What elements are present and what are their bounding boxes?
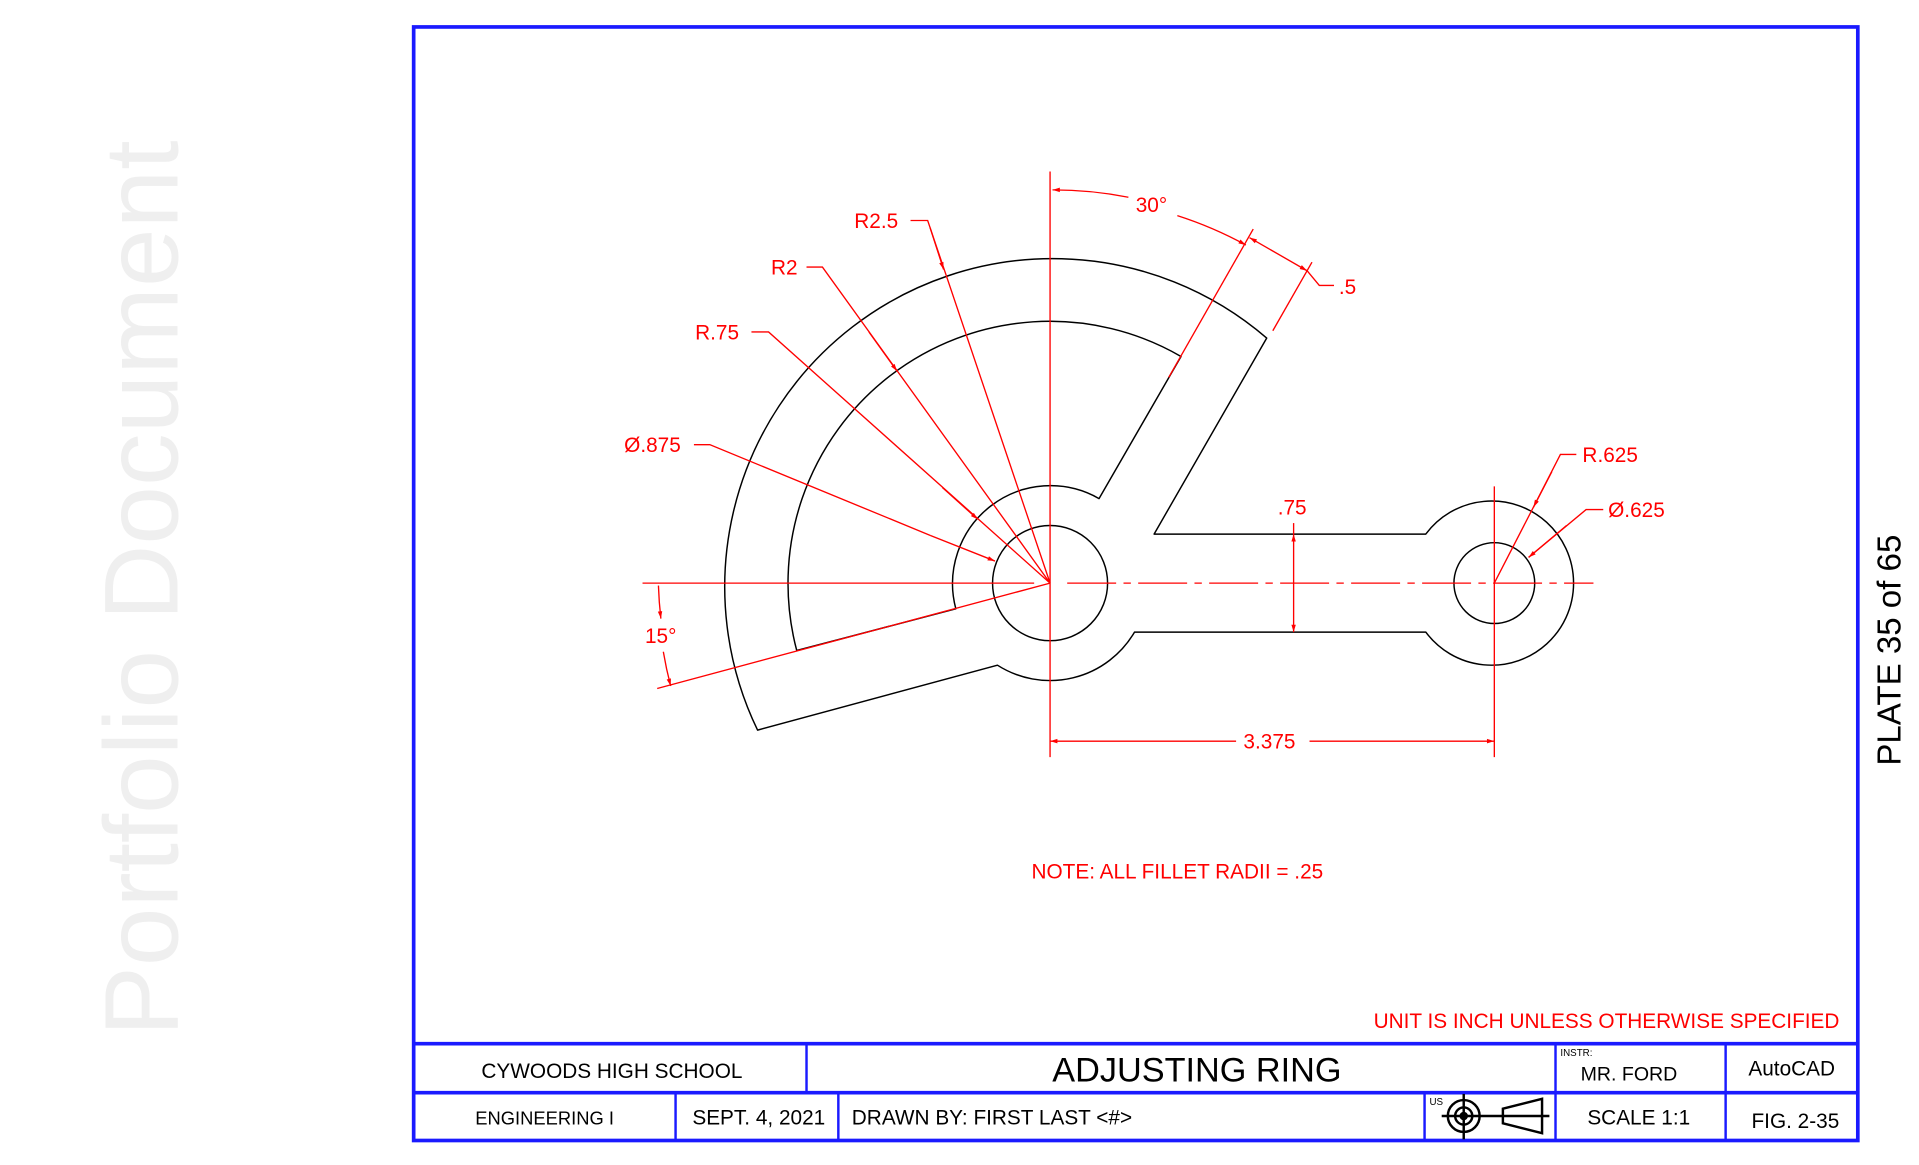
drawing-scale: SCALE 1:1 [1587,1107,1690,1130]
pocket-contour [787,320,1182,652]
drawn-by: DRAWN BY: FIRST LAST <#> [852,1107,1132,1130]
title-block: CYWOODS HIGH SCHOOL ADJUSTING RING INSTR… [413,1041,1858,1141]
drawing-title: ADJUSTING RING [1052,1052,1341,1090]
dim-offset: .5 [1339,276,1356,299]
dim-dia-center: Ø.875 [624,434,681,457]
plate-number: PLATE 35 of 65 [1872,535,1909,766]
dim-slot-width: .75 [1278,497,1307,520]
fillet-note: NOTE: ALL FILLET RADII = .25 [1031,860,1323,883]
outer-contour [723,257,1575,731]
figure-number: FIG. 2-35 [1751,1110,1839,1133]
center-lines [642,171,1594,758]
instructor-label: INSTR: [1560,1048,1592,1059]
dimensions: 30° .5 R2.5 R2 R.75 Ø.875 15° .75 3.375 … [624,187,1665,753]
instructor-name: MR. FORD [1581,1063,1678,1085]
sheet-border [411,25,1860,1143]
dim-r-outer: R2.5 [854,210,898,233]
dim-center-distance: 3.375 [1243,730,1295,753]
software-name: AutoCAD [1748,1058,1835,1081]
dim-r-boss: R.75 [695,321,739,344]
projection-label: US [1429,1097,1443,1108]
dim-angle-top: 30° [1136,194,1167,217]
part-geometry [723,257,1575,731]
dim-r-inner: R2 [771,256,798,279]
course-name: ENGINEERING I [475,1108,614,1129]
drawing-date: SEPT. 4, 2021 [692,1107,825,1130]
dim-angle-bottom: 15° [645,625,676,648]
units-note: UNIT IS INCH UNLESS OTHERWISE SPECIFIED [1374,1010,1840,1033]
third-angle-projection-icon [1441,1093,1550,1140]
school-name: CYWOODS HIGH SCHOOL [481,1060,742,1083]
dim-dia-end: Ø.625 [1608,499,1665,522]
watermark: Portfolio Document [84,141,201,1037]
dim-r-end: R.625 [1582,444,1637,467]
